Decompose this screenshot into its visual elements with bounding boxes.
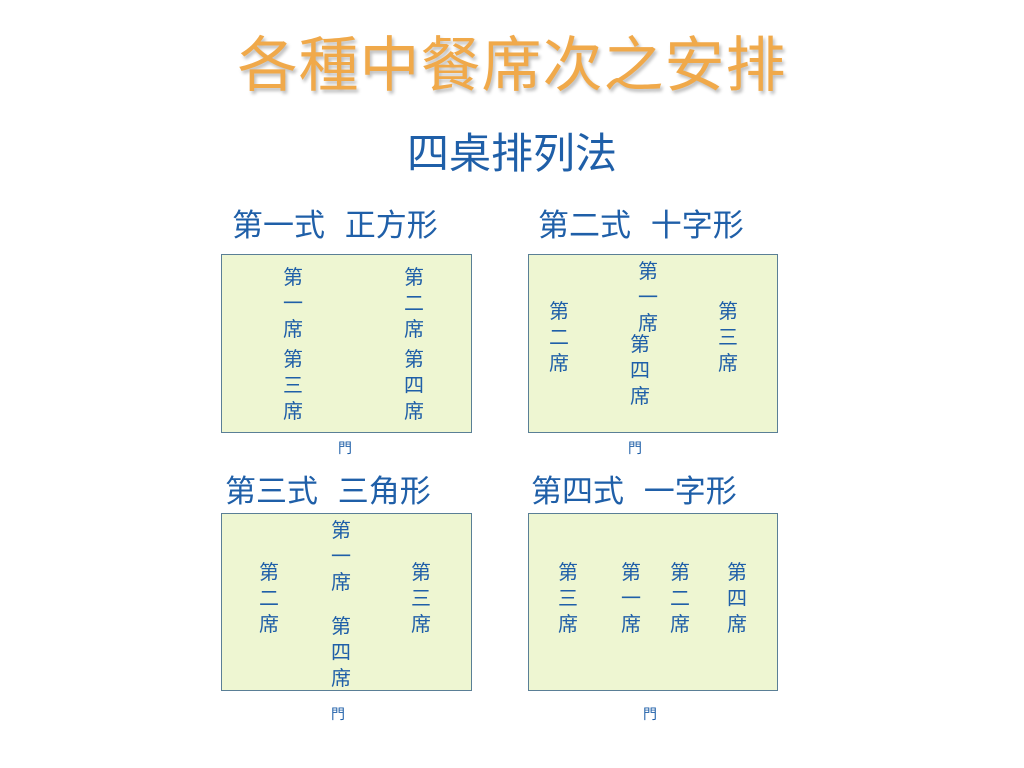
- layout-title-square: 第一式 正方形: [232, 208, 438, 244]
- seat-3: 第三席: [558, 560, 578, 636]
- door-label: 門: [628, 441, 642, 457]
- layout-table-square: 第一席 第二席 第三席 第四席: [221, 254, 472, 433]
- door-label: 門: [338, 441, 352, 457]
- page-title: 各種中餐席次之安排: [237, 31, 787, 101]
- seat-3: 第三席: [718, 299, 738, 375]
- seat-4: 第四席: [630, 332, 650, 408]
- seat-2: 第二席: [259, 560, 279, 636]
- seat-4: 第四席: [331, 614, 351, 690]
- seat-1: 第一席: [331, 518, 351, 594]
- seat-2: 第二席: [404, 265, 424, 341]
- layout-title-triangle: 第三式 三角形: [225, 474, 431, 510]
- door-label: 門: [643, 707, 657, 723]
- seat-4: 第四席: [404, 347, 424, 423]
- layout-title-cross: 第二式 十字形: [538, 208, 744, 244]
- layout-table-cross: 第一席 第二席 第三席 第四席: [528, 254, 778, 433]
- layout-title-line: 第四式 一字形: [531, 474, 737, 510]
- door-label: 門: [331, 707, 345, 723]
- layout-table-line: 第三席 第一席 第二席 第四席: [528, 513, 778, 691]
- seat-1: 第一席: [621, 560, 641, 636]
- seat-3: 第三席: [283, 347, 303, 423]
- seat-2: 第二席: [549, 299, 569, 375]
- layout-table-triangle: 第一席 第二席 第三席 第四席: [221, 513, 472, 691]
- seat-4: 第四席: [727, 560, 747, 636]
- seat-2: 第二席: [670, 560, 690, 636]
- seat-1: 第一席: [638, 259, 658, 335]
- seat-1: 第一席: [283, 265, 303, 341]
- page-subtitle: 四桌排列法: [406, 129, 617, 178]
- seat-3: 第三席: [411, 560, 431, 636]
